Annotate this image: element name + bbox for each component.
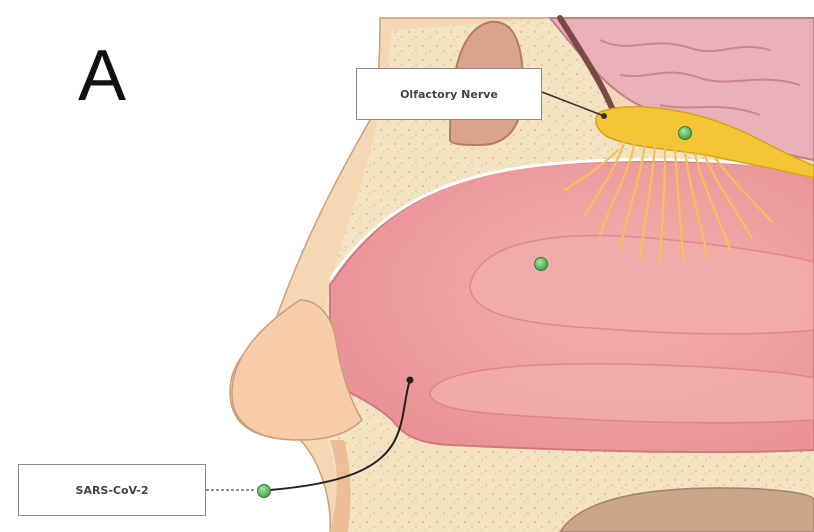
olfactory-pointer-dot	[601, 113, 607, 119]
sars-cov-2-label: SARS-CoV-2	[18, 464, 206, 516]
virus-particle-icon	[258, 485, 271, 498]
virus-path-end-dot	[407, 377, 414, 384]
virus-particle-icon	[679, 127, 692, 140]
panel-label: A	[78, 40, 126, 112]
olfactory-nerve-label: Olfactory Nerve	[356, 68, 542, 120]
virus-particle-icon	[535, 258, 548, 271]
